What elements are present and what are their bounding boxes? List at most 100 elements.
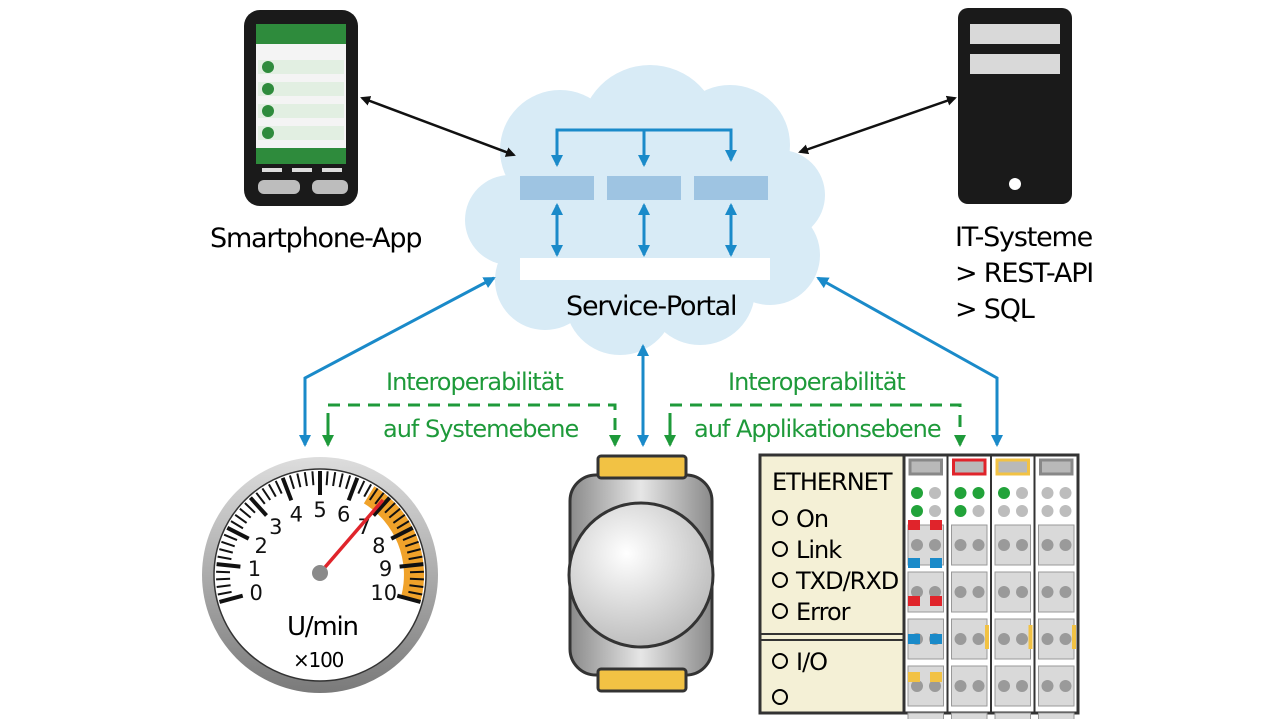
wire-clip bbox=[930, 634, 942, 644]
terminal-screw bbox=[1016, 539, 1028, 551]
gauge-major-tick bbox=[218, 593, 244, 604]
led-io-icon bbox=[772, 653, 788, 669]
gauge-minor-tick bbox=[217, 590, 232, 596]
wire-clip bbox=[908, 634, 920, 644]
io-module-title: ETHERNET bbox=[772, 468, 892, 496]
gauge-unit-label: U/min bbox=[287, 612, 359, 642]
status-led bbox=[998, 505, 1010, 517]
gauge-tick-label: 7 bbox=[358, 515, 371, 539]
led-txd-rxd-icon bbox=[772, 572, 788, 588]
status-led bbox=[1016, 487, 1028, 499]
io-indicator-txd-rxd: TXD/RXD bbox=[772, 567, 899, 595]
gauge-major-tick bbox=[372, 496, 392, 517]
terminal-screw bbox=[972, 680, 985, 692]
gauge-tick-label: 3 bbox=[269, 515, 282, 539]
gauge-minor-tick bbox=[408, 555, 423, 561]
gauge-minor-tick bbox=[332, 471, 337, 487]
status-led bbox=[1059, 505, 1072, 517]
interop-system-line1: Interoperabilität bbox=[386, 368, 564, 396]
io-indicator-io: I/O bbox=[772, 648, 828, 676]
gauge-tick-label: 6 bbox=[337, 502, 350, 526]
terminal-screw bbox=[954, 539, 967, 551]
terminal-screw bbox=[929, 539, 941, 551]
wire-clip bbox=[930, 558, 942, 568]
gauge-minor-tick bbox=[402, 533, 417, 542]
io-module bbox=[758, 453, 1080, 719]
wire-clip bbox=[930, 672, 942, 682]
gauge-minor-tick bbox=[404, 540, 419, 548]
gauge-minor-tick bbox=[396, 520, 410, 530]
io-indicator-error: Error bbox=[772, 598, 850, 626]
gauge-minor-tick bbox=[311, 471, 315, 486]
blue-link-arrows bbox=[299, 276, 1003, 447]
portal-bus-arrows bbox=[551, 128, 737, 257]
gauge-minor-tick bbox=[409, 584, 424, 588]
gauge-minor-tick bbox=[338, 473, 344, 488]
gauge-minor-tick bbox=[255, 492, 266, 505]
terminal-screw bbox=[1059, 539, 1072, 551]
gauge-minor-tick bbox=[325, 471, 329, 486]
gauge-minor-tick bbox=[216, 570, 231, 574]
status-led bbox=[954, 505, 967, 517]
gauge-minor-tick bbox=[357, 480, 366, 495]
led-link-icon bbox=[772, 541, 788, 557]
gauge-minor-tick bbox=[345, 475, 352, 490]
wire-clip bbox=[908, 520, 920, 530]
status-led bbox=[972, 487, 985, 499]
terminal-slot bbox=[994, 712, 1031, 719]
gauge-tick-label: 1 bbox=[248, 557, 261, 581]
terminal-screw bbox=[954, 633, 967, 645]
terminal-screw bbox=[911, 680, 923, 692]
gauge-minor-tick bbox=[409, 570, 424, 574]
gauge-major-tick bbox=[280, 477, 294, 502]
bus-contact bbox=[1072, 625, 1076, 649]
gauge-minor-tick bbox=[288, 475, 295, 490]
smartphone-app-label: Smartphone-App bbox=[210, 223, 422, 254]
terminal-header bbox=[995, 458, 1030, 476]
gauge-minor-tick bbox=[217, 555, 232, 561]
terminal-header bbox=[1039, 458, 1074, 476]
gauge-minor-tick bbox=[374, 492, 385, 505]
status-led bbox=[1041, 487, 1054, 499]
terminal-screw bbox=[929, 586, 941, 598]
terminal-slot bbox=[1038, 712, 1075, 719]
it-systems-title: IT-Systeme bbox=[955, 222, 1093, 253]
gauge-minor-tick bbox=[303, 471, 308, 487]
terminal-screw bbox=[1041, 539, 1054, 551]
gauge-minor-tick bbox=[406, 548, 421, 554]
led-on-icon bbox=[772, 510, 788, 526]
status-led bbox=[911, 505, 923, 517]
terminal-screw bbox=[972, 633, 985, 645]
terminal-screw bbox=[954, 680, 967, 692]
gauge-minor-tick bbox=[221, 540, 236, 548]
arrow-it-portal bbox=[798, 95, 957, 155]
portal-module-2 bbox=[607, 176, 681, 200]
terminal-screw bbox=[954, 586, 967, 598]
gauge-major-tick bbox=[346, 477, 360, 502]
wire-clip bbox=[908, 672, 920, 682]
interop-application-line2: auf Applikationsebene bbox=[694, 415, 942, 443]
terminal-screw bbox=[911, 586, 923, 598]
it-systems-item-rest-api: > REST-API bbox=[955, 258, 1094, 289]
gauge-tick-label: 4 bbox=[290, 502, 303, 526]
gauge-needle bbox=[318, 498, 385, 575]
status-led bbox=[1016, 505, 1028, 517]
gauge-minor-tick bbox=[392, 513, 406, 524]
gauge-minor-tick bbox=[384, 502, 396, 514]
interop-system-line2: auf Systemebene bbox=[383, 415, 579, 443]
gauge-minor-tick bbox=[244, 502, 256, 514]
io-indicator-on: On bbox=[772, 505, 829, 533]
gauge-major-tick bbox=[399, 562, 424, 569]
terminal-screw bbox=[998, 633, 1010, 645]
gauge-minor-tick bbox=[234, 513, 248, 524]
service-portal-label: Service-Portal bbox=[566, 291, 738, 322]
wire-clip bbox=[930, 596, 942, 606]
cloud-shape bbox=[465, 65, 825, 355]
terminal-screw bbox=[998, 586, 1010, 598]
terminal-screw bbox=[911, 539, 923, 551]
gauge-minor-tick bbox=[216, 577, 231, 581]
led-error-icon bbox=[772, 603, 788, 619]
terminal-header bbox=[908, 458, 943, 476]
gauge-minor-tick bbox=[409, 577, 424, 581]
status-led bbox=[929, 505, 941, 517]
